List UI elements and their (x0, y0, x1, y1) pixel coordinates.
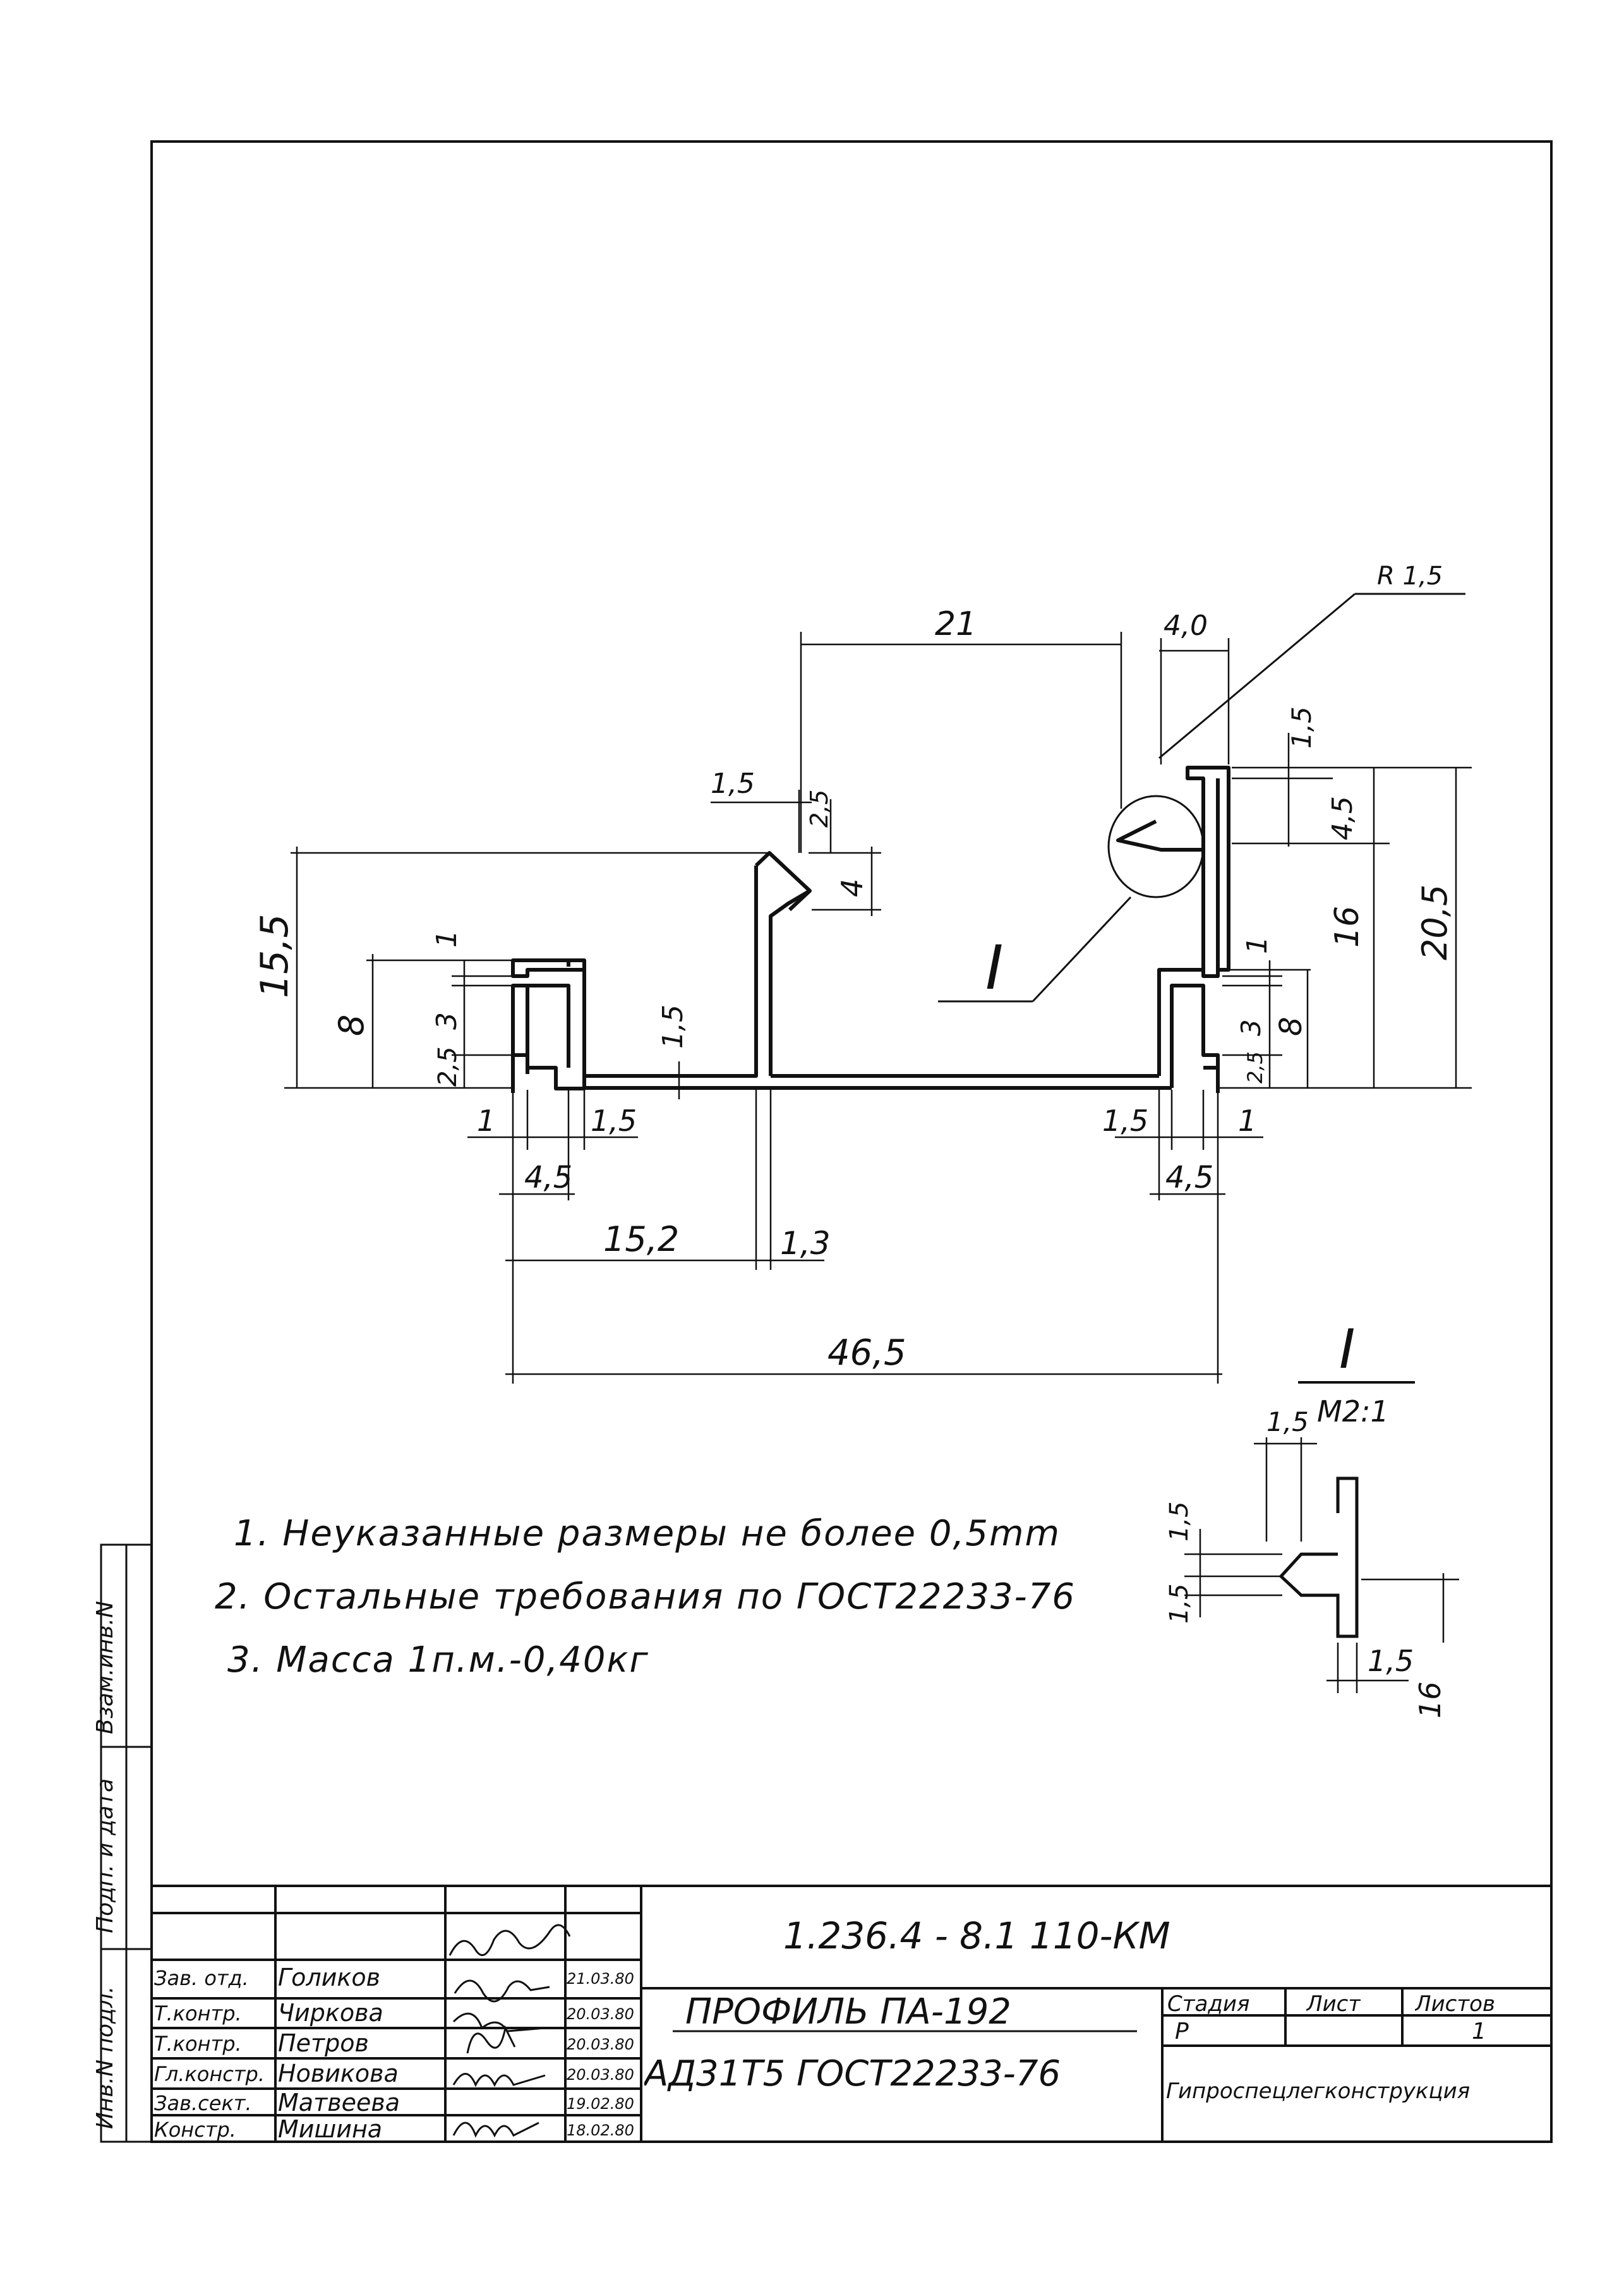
dim-r1-5: R 1,5 (1377, 562, 1443, 591)
dim-1-3: 1,3 (780, 1225, 831, 1262)
staff-name: Чиркова (278, 1999, 383, 2027)
note-1: 1. Неуказанные размеры не более 0,5mm (234, 1513, 1061, 1554)
staff-role: Т.контр. (154, 2032, 242, 2056)
dim-2-5-rib: 2,5 (805, 790, 833, 828)
staff-role: Зав.сект. (154, 2091, 252, 2115)
doc-code: 1.236.4 - 8.1 110-КМ (783, 1914, 1170, 1957)
dim-3-left: 3 (431, 1012, 463, 1030)
detail-dim-1-5-b: 1,5 (1165, 1583, 1194, 1624)
stage-value: Р (1175, 2019, 1189, 2044)
staff-date: 21.03.80 (567, 1970, 634, 1988)
staff-name: Голиков (278, 1964, 381, 1991)
note-3: 3. Масса 1п.м.-0,40кг (227, 1639, 649, 1681)
drawing-title: ПРОФИЛЬ ПА-192 (685, 1991, 1011, 2032)
dim-4-0: 4,0 (1164, 610, 1208, 642)
dim-4-5-bot-left: 4,5 (524, 1160, 572, 1195)
dimension-labels: 21 4,0 R 1,5 1,5 4,5 16 20,5 1,5 2,5 4 1… (253, 562, 1455, 1373)
dim-1-left: 1 (431, 930, 463, 948)
dim-1-bot-right: 1 (1238, 1104, 1256, 1138)
dimension-lines (284, 632, 1472, 1384)
staff-role: Зав. отд. (154, 1966, 249, 1990)
detail-title: I (1339, 1318, 1355, 1381)
profile-section (511, 766, 1230, 1093)
detail-dim-1-5-a: 1,5 (1165, 1501, 1194, 1542)
stamp-replace-inv: Взам.инв.N (92, 1601, 118, 1734)
staff-role: Гл.констр. (154, 2062, 265, 2086)
dim-46-5: 46,5 (827, 1332, 906, 1373)
dim-8-right-slot: 8 (1273, 1017, 1309, 1036)
dim-1-5-bot-right: 1,5 (1102, 1104, 1148, 1138)
side-stamp (100, 1543, 153, 2143)
dim-15-5: 15,5 (253, 914, 297, 998)
material: АД31Т5 ГОСТ22233-76 (644, 2053, 1061, 2094)
dim-1-bot-left: 1 (477, 1104, 495, 1138)
dim-1-5-top: 1,5 (1286, 706, 1317, 749)
staff-name: Петров (278, 2029, 369, 2057)
detail-dim-16: 16 (1413, 1681, 1447, 1718)
stamp-sign-date: Подп. и дата (92, 1778, 118, 1933)
dim-1-5-web: 1,5 (657, 1005, 689, 1049)
dim-2-5-right-slot: 2,5 (1243, 1051, 1267, 1084)
dim-8-left: 8 (332, 1015, 371, 1036)
detail-callout (938, 593, 1465, 1003)
dim-21: 21 (935, 605, 977, 643)
staff-date: 19.02.80 (567, 2095, 634, 2113)
dim-4-rib: 4 (835, 879, 869, 897)
detail-view: I M2:1 1,5 1,5 1,5 1,5 16 (1165, 1318, 1459, 1718)
note-2: 2. Остальные требования по ГОСТ22233-76 (215, 1576, 1076, 1617)
detail-scale: M2:1 (1317, 1394, 1389, 1428)
staff-role: Т.контр. (154, 2001, 242, 2025)
sheet-frame (150, 140, 1553, 2143)
signatures (448, 1924, 571, 2138)
dim-1-right-slot: 1 (1241, 936, 1273, 954)
sheets-label: Листов (1415, 1991, 1496, 2017)
dim-4-5-bot-right: 4,5 (1165, 1160, 1213, 1195)
dim-1-5-bot-left: 1,5 (591, 1104, 637, 1138)
dim-3-right-slot: 3 (1236, 1019, 1266, 1036)
stage-label: Стадия (1167, 1991, 1250, 2017)
dim-15-2: 15,2 (603, 1219, 679, 1259)
dim-20-5: 20,5 (1415, 884, 1455, 960)
detail-mark: I (985, 933, 1003, 1003)
organization: Гипроспецлегконструкция (1166, 2079, 1471, 2104)
dim-2-5-left: 2,5 (433, 1046, 462, 1087)
dim-16-right: 16 (1328, 906, 1366, 948)
staff-date: 20.03.80 (567, 2005, 634, 2023)
staff-role: Констр. (154, 2118, 236, 2142)
dim-4-5-right: 4,5 (1326, 796, 1359, 840)
detail-dim-1-5-top: 1,5 (1266, 1406, 1309, 1437)
staff-date: 18.02.80 (567, 2122, 634, 2139)
sheets-value: 1 (1472, 2019, 1486, 2044)
staff-date: 20.03.80 (567, 2066, 634, 2084)
title-block-grid (152, 1885, 1551, 2142)
staff-name: Новикова (278, 2060, 399, 2087)
sheet-label: Лист (1306, 1991, 1361, 2017)
detail-dim-1-5-bot: 1,5 (1368, 1644, 1414, 1678)
stamp-inv-orig: Инв.N подл. (92, 1986, 118, 2129)
staff-name: Матвеева (278, 2089, 400, 2116)
staff-name: Мишина (278, 2115, 383, 2143)
staff-date: 20.03.80 (567, 2036, 634, 2053)
dim-1-5-rib: 1,5 (711, 768, 755, 800)
